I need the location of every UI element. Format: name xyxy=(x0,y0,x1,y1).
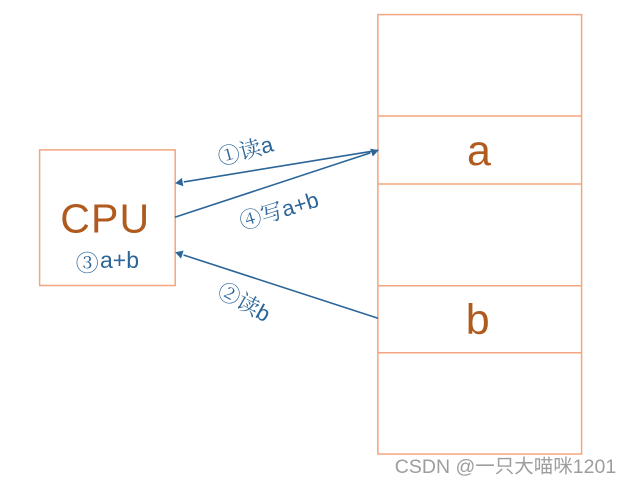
svg-text:a: a xyxy=(467,127,491,175)
svg-text:CPU: CPU xyxy=(60,195,150,241)
svg-text:b: b xyxy=(252,299,275,327)
svg-text:CSDN @: CSDN @ xyxy=(395,456,475,478)
svg-text:b: b xyxy=(466,296,490,344)
svg-text:a+b: a+b xyxy=(279,187,322,222)
svg-text:a+b: a+b xyxy=(100,247,139,273)
svg-text:1201: 1201 xyxy=(573,456,616,478)
